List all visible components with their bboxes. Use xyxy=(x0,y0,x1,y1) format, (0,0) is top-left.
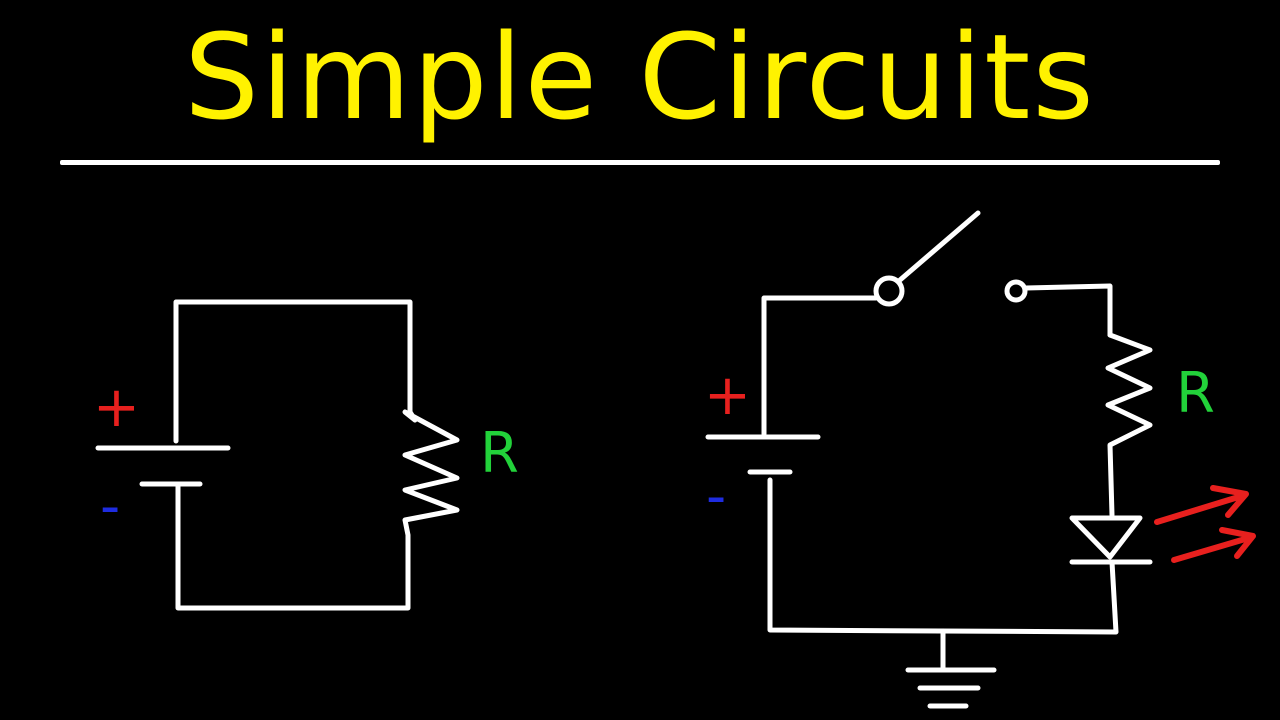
circuit-left: + - R xyxy=(93,299,519,611)
led-diode-triangle xyxy=(1069,515,1143,560)
circuit-right: + - R xyxy=(704,210,1256,709)
title-divider xyxy=(60,160,1220,165)
left-wire-loop xyxy=(173,299,460,611)
left-positive-sign: + xyxy=(93,375,140,440)
right-wire-bottom-loop xyxy=(767,477,1119,635)
led-light-arrows-icon xyxy=(1154,485,1256,563)
switch-contact-right xyxy=(1004,279,1028,303)
switch-contact-left xyxy=(873,275,905,307)
right-positive-sign: + xyxy=(704,363,751,428)
right-resistor-zigzag xyxy=(1105,332,1153,518)
right-resistor-label: R xyxy=(1176,361,1215,426)
switch-lever xyxy=(897,210,981,283)
right-wire-to-resistor xyxy=(1023,283,1113,338)
left-resistor-label: R xyxy=(480,421,519,486)
right-wire-left-top xyxy=(761,295,879,437)
right-negative-sign: - xyxy=(706,464,726,529)
left-negative-sign: - xyxy=(100,474,120,539)
page-title: Simple Circuits xyxy=(184,8,1096,146)
